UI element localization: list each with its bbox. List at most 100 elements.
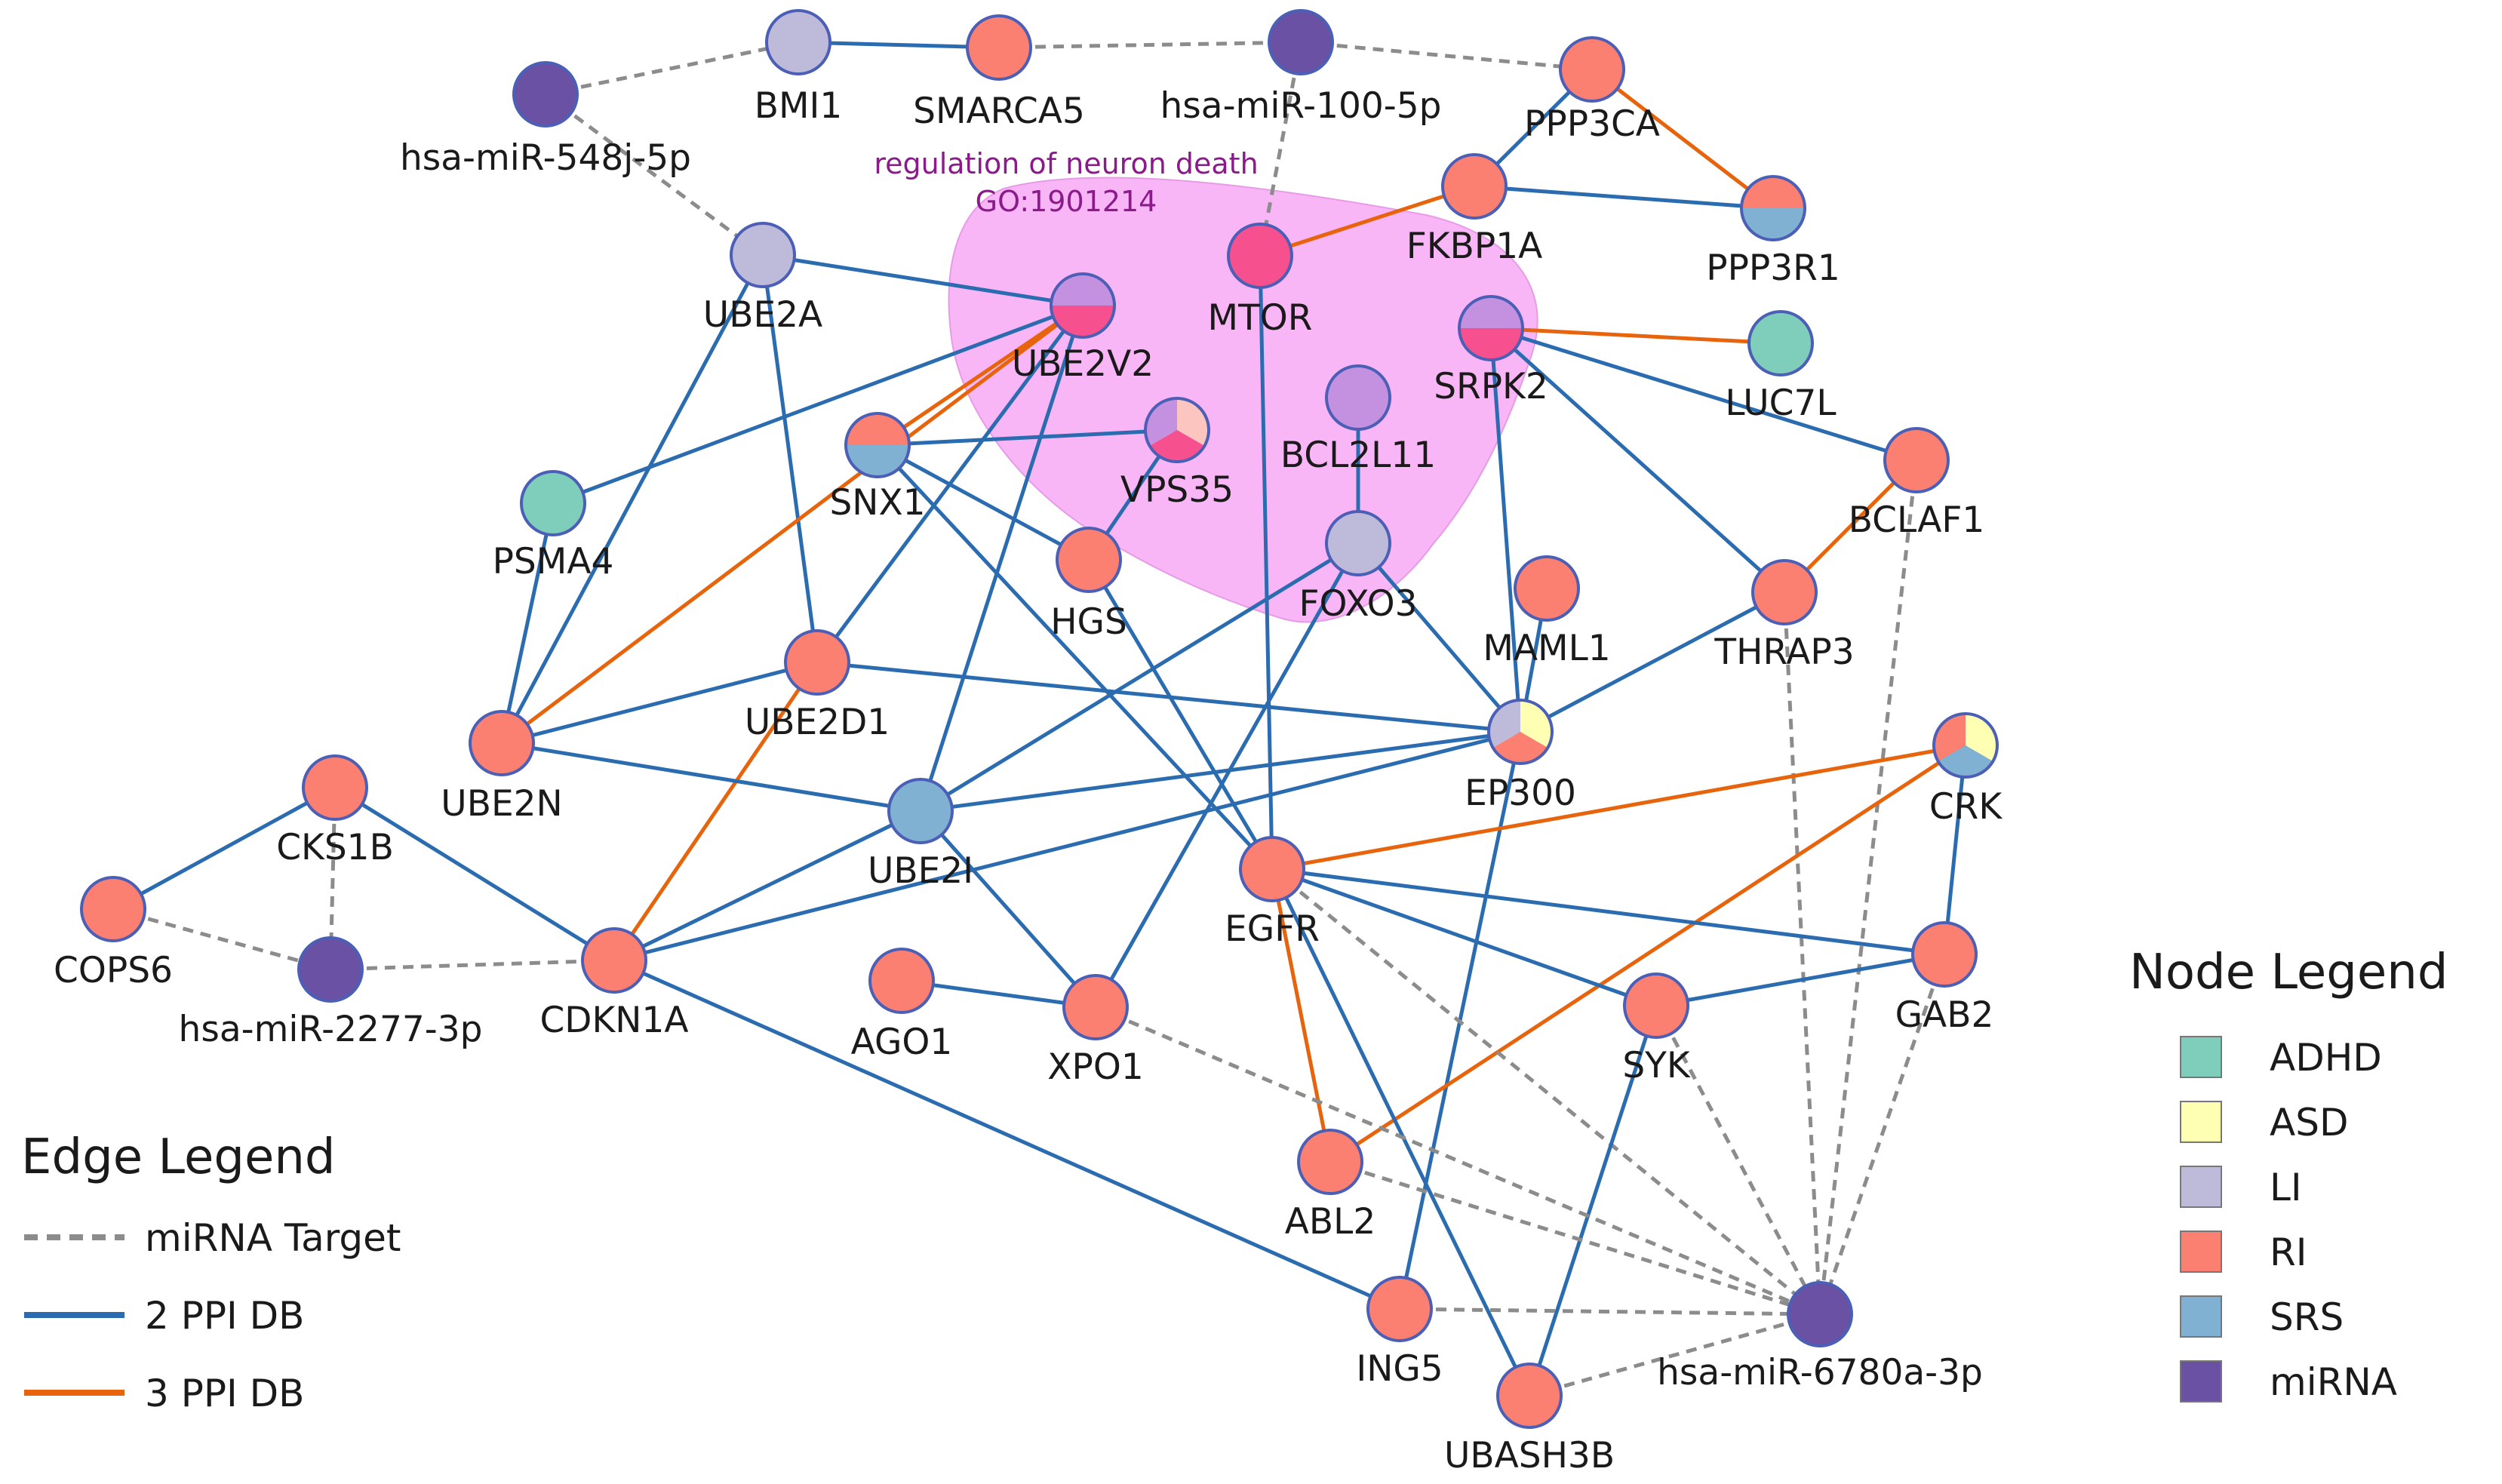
node-THRAP3[interactable] (1751, 559, 1818, 625)
node-SMARCA5[interactable] (966, 14, 1032, 81)
edge-UBE2V2-PSMA4 (552, 303, 1083, 505)
edge-FOXO3-UBE2I (919, 541, 1360, 813)
edge-EGFR-UBASH3B (1270, 868, 1532, 1397)
node-UBASH3B[interactable] (1496, 1363, 1563, 1429)
node-AGO1[interactable] (868, 948, 935, 1014)
node-label-SNX1: SNX1 (829, 482, 925, 524)
node-legend-label: SRS (2270, 1295, 2344, 1339)
node-COPS6[interactable] (80, 876, 146, 942)
node-PPP3CA[interactable] (1559, 36, 1625, 103)
edge-UBASH3B-miR6780 (1529, 1312, 1821, 1398)
node-BMI1[interactable] (765, 9, 831, 75)
node-border (730, 222, 796, 288)
edge-PSMA4-UBE2N (499, 502, 555, 744)
edge-legend-label: 3 PPI DB (145, 1372, 304, 1415)
edge-FOXO3-XPO1 (1093, 542, 1360, 1009)
node-SNX1[interactable] (844, 412, 911, 478)
node-HGS[interactable] (1056, 527, 1122, 593)
edge-UBE2A-UBE2N (499, 253, 765, 745)
node-miR548[interactable] (512, 61, 579, 128)
node-border (784, 629, 850, 696)
node-fill (870, 949, 933, 1012)
node-MAML1[interactable] (1514, 555, 1580, 622)
edge-SNX1-VPS35 (877, 428, 1178, 447)
edge-PPP3CA-PPP3R1 (1591, 68, 1775, 210)
node-VPS35[interactable] (1144, 397, 1210, 463)
node-label-CRK: CRK (1929, 786, 2003, 828)
node-GAB2[interactable] (1911, 921, 1978, 988)
node-legend-label: ASD (2270, 1101, 2348, 1144)
node-label-ABL2: ABL2 (1285, 1201, 1375, 1243)
node-LUC7L[interactable] (1747, 310, 1814, 376)
edge-BCLAF1-miR6780 (1818, 459, 1919, 1315)
node-ABL2[interactable] (1297, 1129, 1363, 1195)
edge-EGFR-SYK (1271, 867, 1657, 1008)
node-UBE2N[interactable] (469, 710, 535, 776)
node-label-AGO1: AGO1 (851, 1022, 953, 1063)
node-XPO1[interactable] (1062, 974, 1129, 1040)
node-fill (1326, 366, 1390, 429)
node-label-BMI1: BMI1 (755, 85, 843, 127)
node-fill (1885, 429, 1948, 492)
node-miR100[interactable] (1268, 9, 1334, 75)
node-label-UBE2V2: UBE2V2 (1012, 343, 1154, 385)
edge-COPS6-miR2277 (112, 907, 331, 972)
node-slice (1459, 296, 1523, 328)
node-fill (1228, 224, 1292, 287)
node-EGFR[interactable] (1239, 836, 1305, 902)
node-border (1514, 555, 1580, 622)
node-SYK[interactable] (1623, 972, 1689, 1039)
node-BCL2L11[interactable] (1325, 364, 1391, 431)
node-FOXO3[interactable] (1325, 510, 1391, 576)
node-label-EP300: EP300 (1465, 773, 1576, 814)
node-UBE2D1[interactable] (784, 629, 850, 696)
node-UBE2I[interactable] (887, 778, 954, 844)
node-EP300[interactable] (1487, 699, 1554, 765)
edge-SYK-GAB2 (1655, 952, 1945, 1008)
node-MTOR[interactable] (1227, 223, 1293, 289)
node-FKBP1A[interactable] (1441, 153, 1508, 220)
edge-GAB2-miR6780 (1818, 954, 1947, 1315)
node-fill (1443, 155, 1506, 218)
node-fill (1326, 512, 1390, 575)
node-CKS1B[interactable] (302, 754, 368, 821)
node-label-EGFR: EGFR (1225, 908, 1320, 950)
node-legend-swatch-ASD (2180, 1101, 2222, 1143)
node-fill (1057, 528, 1120, 591)
node-slice (1741, 208, 1805, 240)
node-fill (1269, 11, 1332, 74)
node-fill (785, 631, 849, 694)
node-legend-swatch-RI (2180, 1231, 2222, 1273)
node-fill (81, 877, 145, 941)
node-SRPK2[interactable] (1458, 295, 1524, 361)
node-miR2277[interactable] (297, 936, 364, 1003)
node-miR6780[interactable] (1787, 1281, 1853, 1347)
node-fill (299, 938, 362, 1001)
node-border (1239, 836, 1305, 902)
node-BCLAF1[interactable] (1883, 427, 1950, 493)
node-slice (1051, 274, 1114, 306)
node-CRK[interactable] (1932, 712, 1999, 779)
node-label-MTOR: MTOR (1208, 297, 1313, 339)
edge-legend-label: miRNA Target (145, 1216, 401, 1260)
node-ING5[interactable] (1366, 1276, 1433, 1342)
node-fill (731, 223, 795, 287)
node-label-BCLAF1: BCLAF1 (1849, 499, 1985, 541)
node-PPP3R1[interactable] (1740, 175, 1806, 241)
node-legend-label: LI (2270, 1166, 2302, 1209)
node-PSMA4[interactable] (520, 470, 586, 536)
edge-THRAP3-miR6780 (1782, 591, 1822, 1315)
node-fill (1753, 561, 1816, 624)
edge-XPO1-miR6780 (1095, 1005, 1821, 1317)
node-UBE2V2[interactable] (1050, 272, 1116, 339)
node-label-GAB2: GAB2 (1895, 994, 1994, 1036)
edge-CDKN1A-ING5 (613, 958, 1401, 1311)
edge-SNX1-HGS (876, 443, 1090, 562)
node-border (1740, 175, 1806, 241)
node-UBE2A[interactable] (730, 222, 796, 288)
edge-miR100-PPP3CA (1300, 40, 1593, 72)
node-CDKN1A[interactable] (581, 927, 647, 994)
node-label-miR2277: hsa-miR-2277-3p (179, 1009, 483, 1050)
edge-EGFR-ABL2 (1270, 868, 1332, 1163)
edge-UBE2A-UBE2V2 (762, 253, 1083, 308)
